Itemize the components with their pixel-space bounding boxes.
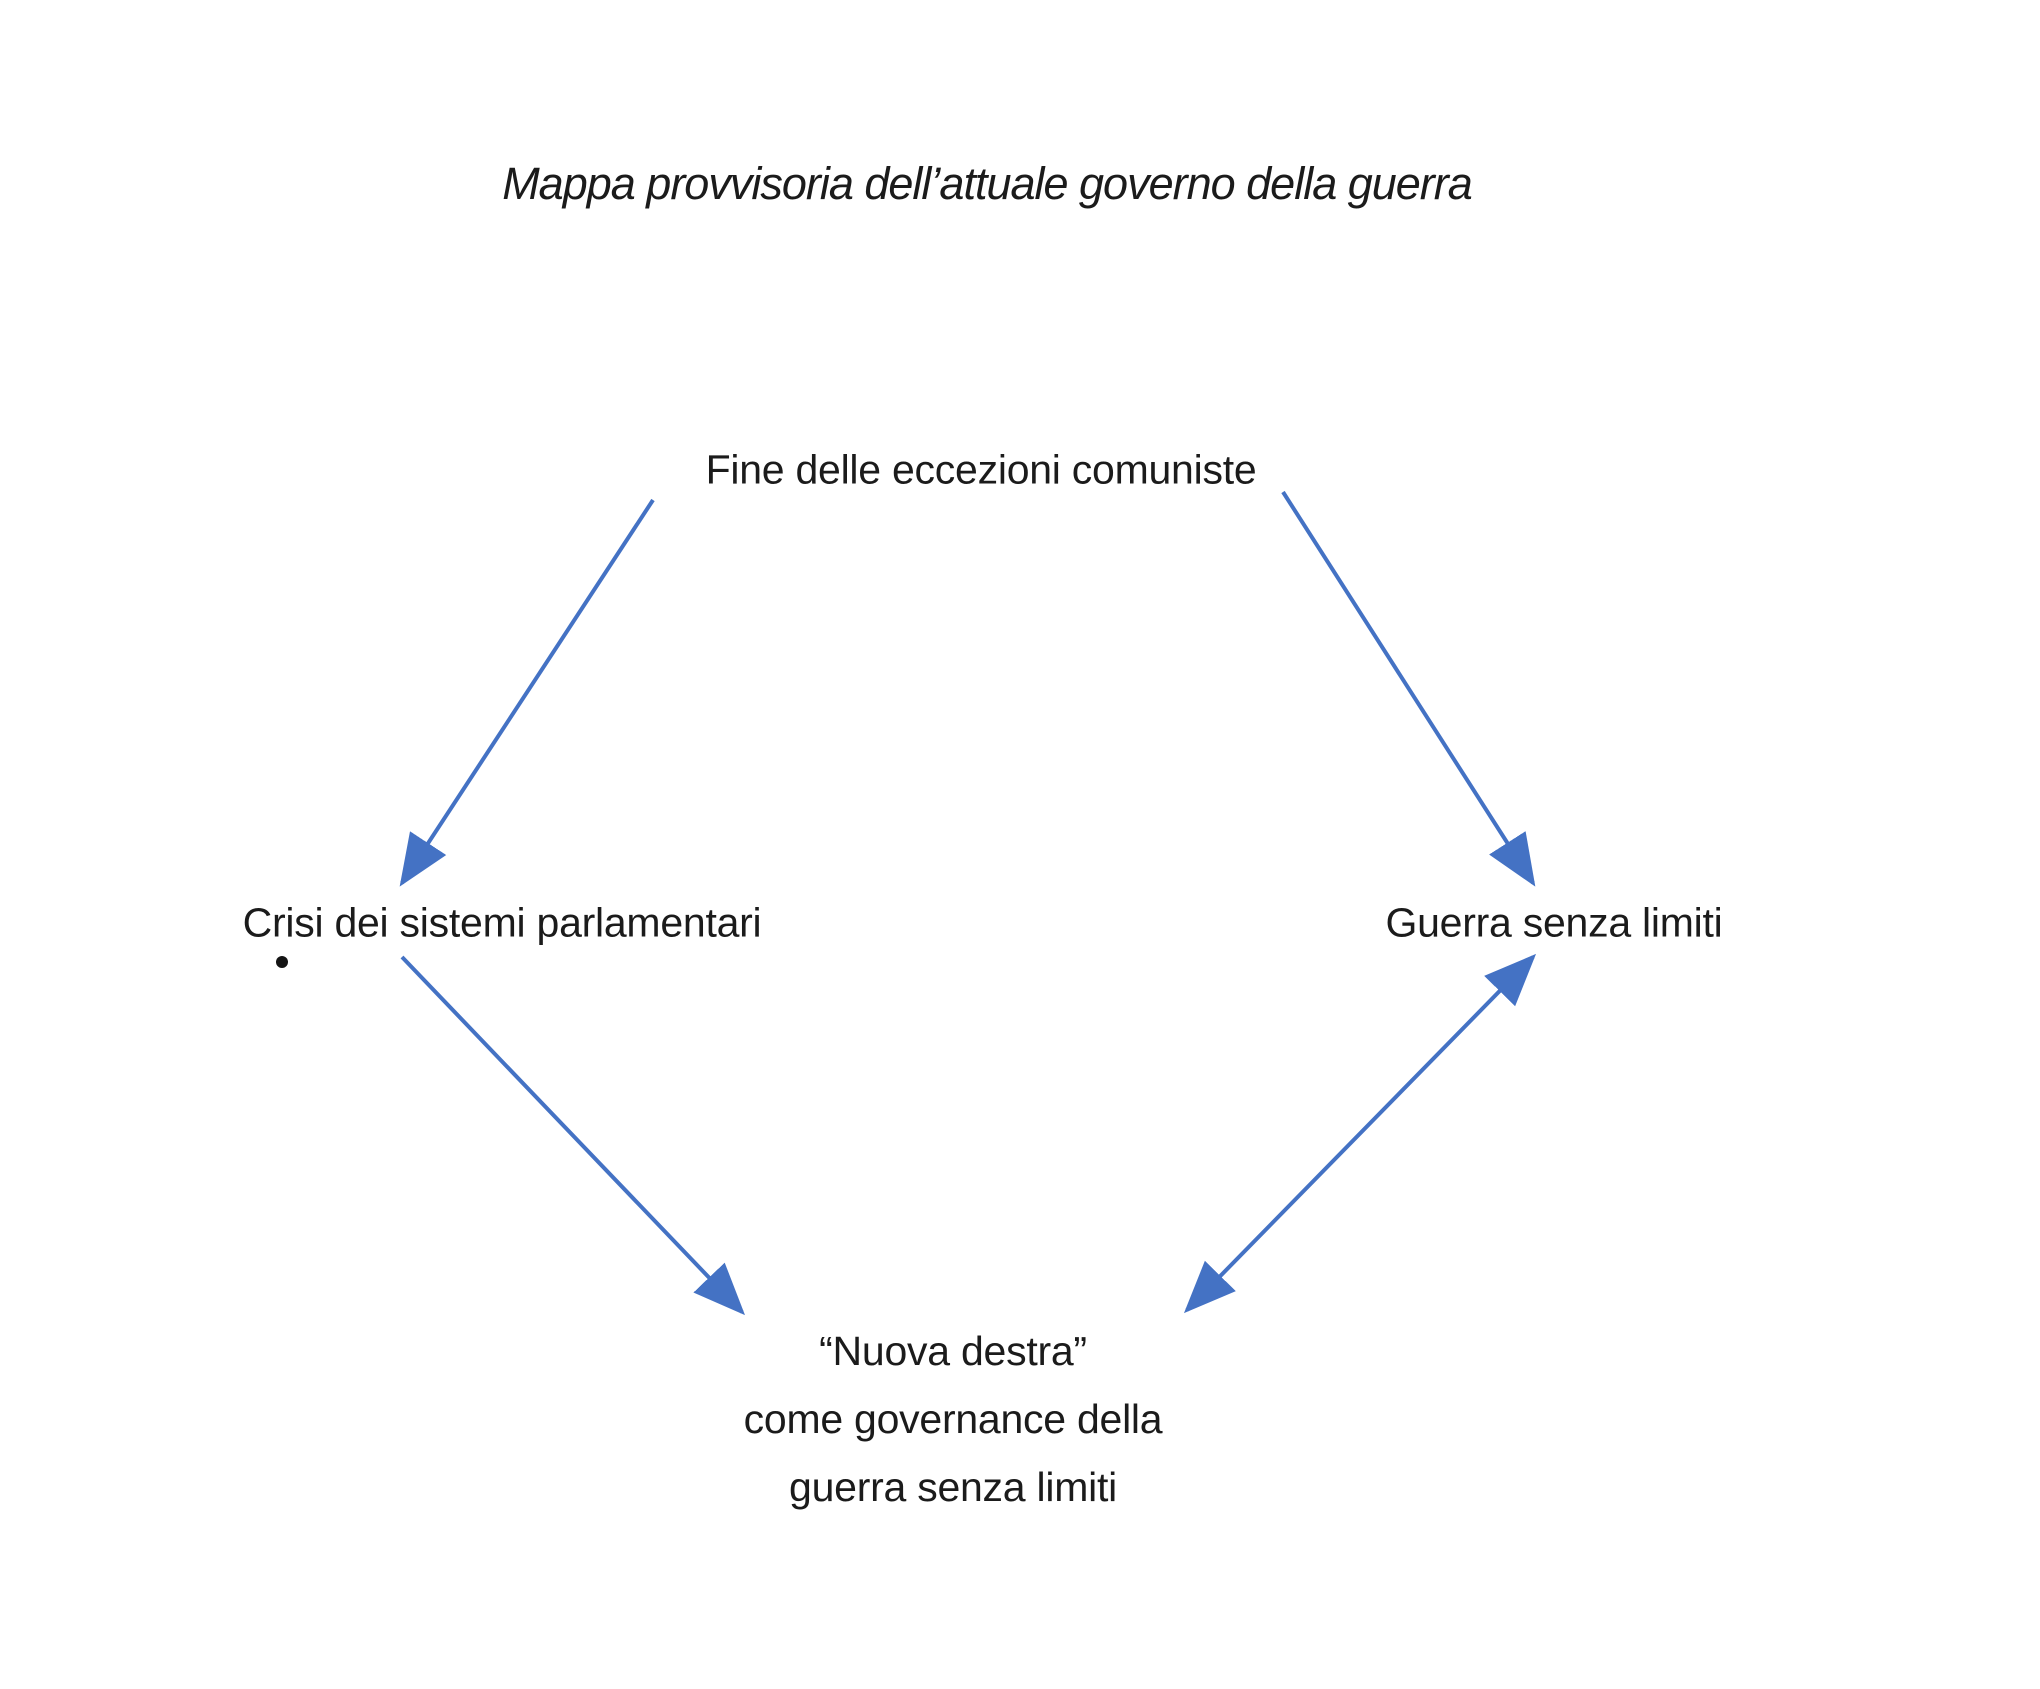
node-crisi-dei-sistemi-parlamentari: Crisi dei sistemi parlamentari [242, 899, 762, 946]
diagram-title: Mappa provvisoria dell’attuale governo d… [502, 158, 1473, 209]
node-nuova-destra-line2: come governance della [743, 1396, 1163, 1442]
arrow-bottom-right-bidirectional-icon [1183, 953, 1537, 1314]
stray-bullet-dot [276, 956, 288, 968]
arrow-top-to-left-icon [399, 498, 655, 887]
node-nuova-destra-line3: guerra senza limiti [789, 1464, 1117, 1510]
arrow-top-to-right-icon [1281, 490, 1536, 887]
node-fine-delle-eccezioni-comuniste: Fine delle eccezioni comuniste [705, 446, 1257, 493]
node-guerra-senza-limiti: Guerra senza limiti [1385, 899, 1723, 946]
node-nuova-destra: “Nuova destra” come governance della gue… [744, 1317, 1163, 1521]
node-nuova-destra-line1: “Nuova destra” [819, 1328, 1087, 1374]
arrow-left-to-bottom-icon [400, 955, 745, 1316]
